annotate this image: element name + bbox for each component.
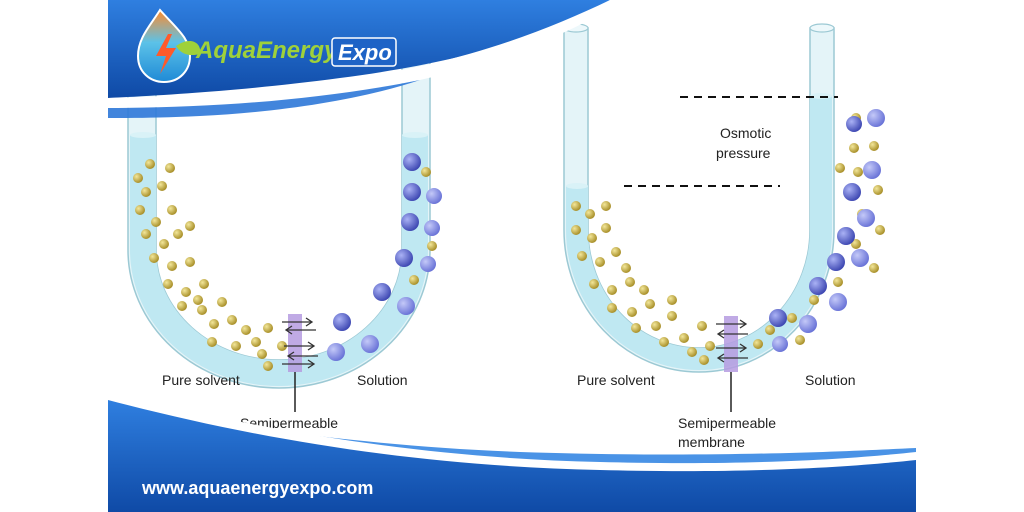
- label-pure-solvent-equilibrium: Pure solvent: [577, 372, 655, 388]
- label-membrane-equilibrium-line1: Semipermeable: [678, 415, 776, 431]
- solvent-particles-left-right-arm: [409, 167, 437, 285]
- footer-band: www.aquaenergyexpo.com: [108, 392, 916, 512]
- label-osmotic-line1: Osmotic: [720, 125, 771, 141]
- label-osmotic-line2: pressure: [716, 145, 771, 161]
- u-tube-equilibrium: Osmotic pressure: [563, 23, 885, 450]
- flow-arrows-equilibrium: [716, 319, 748, 363]
- solute-particles-left: [327, 153, 442, 361]
- label-membrane-equilibrium-line2: membrane: [678, 434, 745, 450]
- brand-name-part1: AquaEnergy: [195, 37, 339, 64]
- label-solution-equilibrium: Solution: [805, 372, 856, 388]
- label-solution-initial: Solution: [357, 372, 408, 388]
- semipermeable-membrane-initial: [288, 314, 302, 372]
- bolt-icon: [156, 34, 176, 74]
- solute-particles-right: [769, 109, 885, 352]
- flow-arrows-initial: [282, 317, 318, 369]
- brand-name-box: [331, 37, 397, 67]
- website-url[interactable]: www.aquaenergyexpo.com: [141, 478, 373, 498]
- brand-name-part2: Expo: [338, 40, 392, 65]
- leaf-icon: [176, 40, 201, 56]
- label-pure-solvent-initial: Pure solvent: [162, 372, 240, 388]
- solvent-particles-right: [571, 201, 715, 365]
- brand-logo: AquaEnergy Expo: [136, 8, 397, 84]
- solvent-particles-left: [133, 159, 287, 371]
